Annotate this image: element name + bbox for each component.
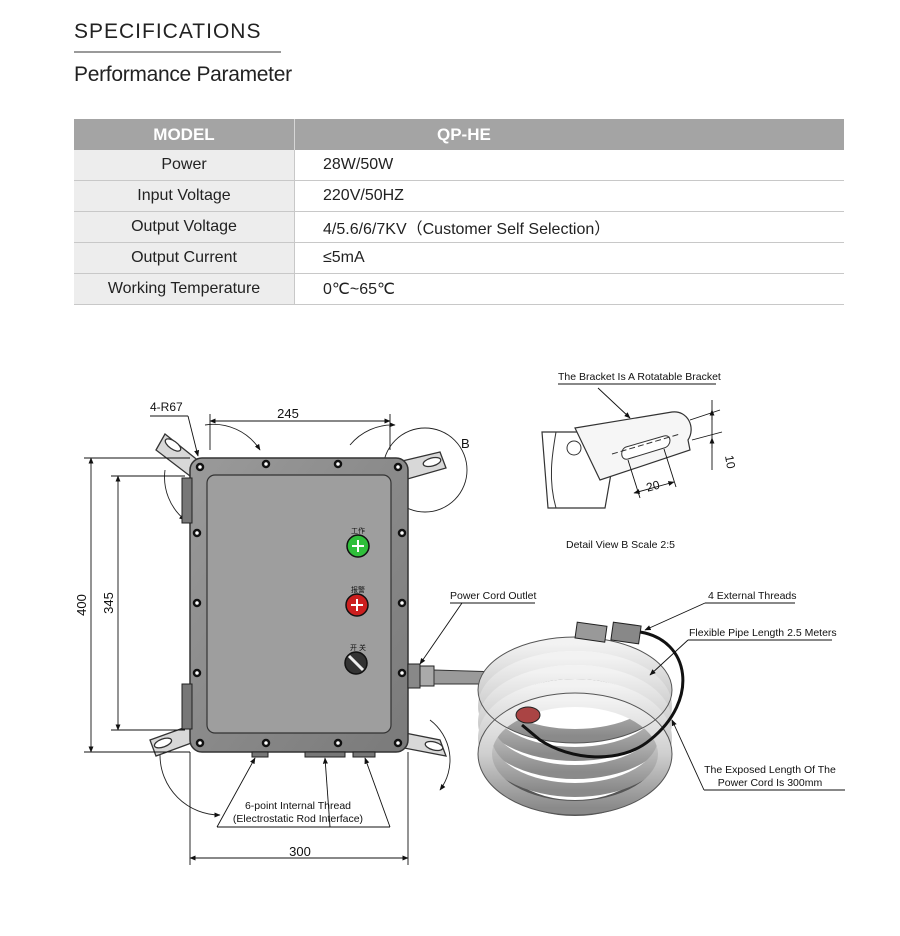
table-row: Power 28W/50W xyxy=(74,150,844,181)
svg-text:工作: 工作 xyxy=(351,526,365,535)
detail-ref-b: B xyxy=(461,436,470,451)
table-row: Output Current ≤5mA xyxy=(74,242,844,274)
table-header-model-value: QP-HE xyxy=(294,119,844,150)
external-threads-label: 4 External Threads xyxy=(708,590,797,602)
row-value: 220V/50HZ xyxy=(294,180,844,212)
dimension-lines xyxy=(84,414,409,865)
row-value: 0℃~65℃ xyxy=(294,273,844,305)
dim-245: 245 xyxy=(277,406,299,421)
dim-345: 345 xyxy=(101,592,116,614)
panel-controls: 工作 报警 开 关 xyxy=(344,526,370,675)
row-label: Working Temperature xyxy=(74,273,295,305)
row-label: Output Current xyxy=(74,242,295,274)
table-header-model: MODEL xyxy=(74,119,295,150)
row-label: Input Voltage xyxy=(74,180,295,212)
internal-thread-label-1: 6-point Internal Thread xyxy=(245,800,351,812)
svg-text:开 关: 开 关 xyxy=(350,643,366,652)
exposed-length-label-1: The Exposed Length Of The xyxy=(704,764,836,776)
svg-text:20: 20 xyxy=(645,478,662,495)
flex-pipe-label: Flexible Pipe Length 2.5 Meters xyxy=(689,627,837,639)
spec-table: MODEL QP-HE Power 28W/50W Input Voltage … xyxy=(74,119,844,305)
callout-lines xyxy=(216,602,845,828)
subsection-title: Performance Parameter xyxy=(74,63,292,86)
detail-view-b: 10 20 xyxy=(541,383,738,509)
svg-text:报警: 报警 xyxy=(351,585,365,594)
row-value: 4/5.6/6/7KV（Customer Self Selection） xyxy=(294,211,844,243)
table-header-row: MODEL QP-HE xyxy=(74,119,844,150)
technical-drawing: 工作 报警 开 关 xyxy=(74,371,845,865)
row-label: Power xyxy=(74,150,295,181)
power-cord-assembly xyxy=(407,621,685,816)
dim-400: 400 xyxy=(74,594,89,616)
internal-thread-label-2: (Electrostatic Rod Interface) xyxy=(233,813,363,825)
detail-caption: Detail View B Scale 2:5 xyxy=(566,539,675,551)
table-row: Working Temperature 0℃~65℃ xyxy=(74,273,844,305)
bracket-note: The Bracket Is A Rotatable Bracket xyxy=(558,371,721,383)
dim-300: 300 xyxy=(289,844,311,859)
exposed-length-label-2: Power Cord Is 300mm xyxy=(718,777,823,789)
table-row: Output Voltage 4/5.6/6/7KV（Customer Self… xyxy=(74,211,844,243)
row-value: 28W/50W xyxy=(294,150,844,181)
power-outlet-label: Power Cord Outlet xyxy=(450,590,536,602)
svg-text:10: 10 xyxy=(722,454,738,470)
row-value: ≤5mA xyxy=(294,242,844,274)
section-title: SPECIFICATIONS xyxy=(74,20,262,43)
dim-r67: 4-R67 xyxy=(150,400,183,414)
row-label: Output Voltage xyxy=(74,211,295,243)
section-title-underline xyxy=(74,51,281,53)
enclosure xyxy=(181,457,409,758)
table-row: Input Voltage 220V/50HZ xyxy=(74,180,844,212)
